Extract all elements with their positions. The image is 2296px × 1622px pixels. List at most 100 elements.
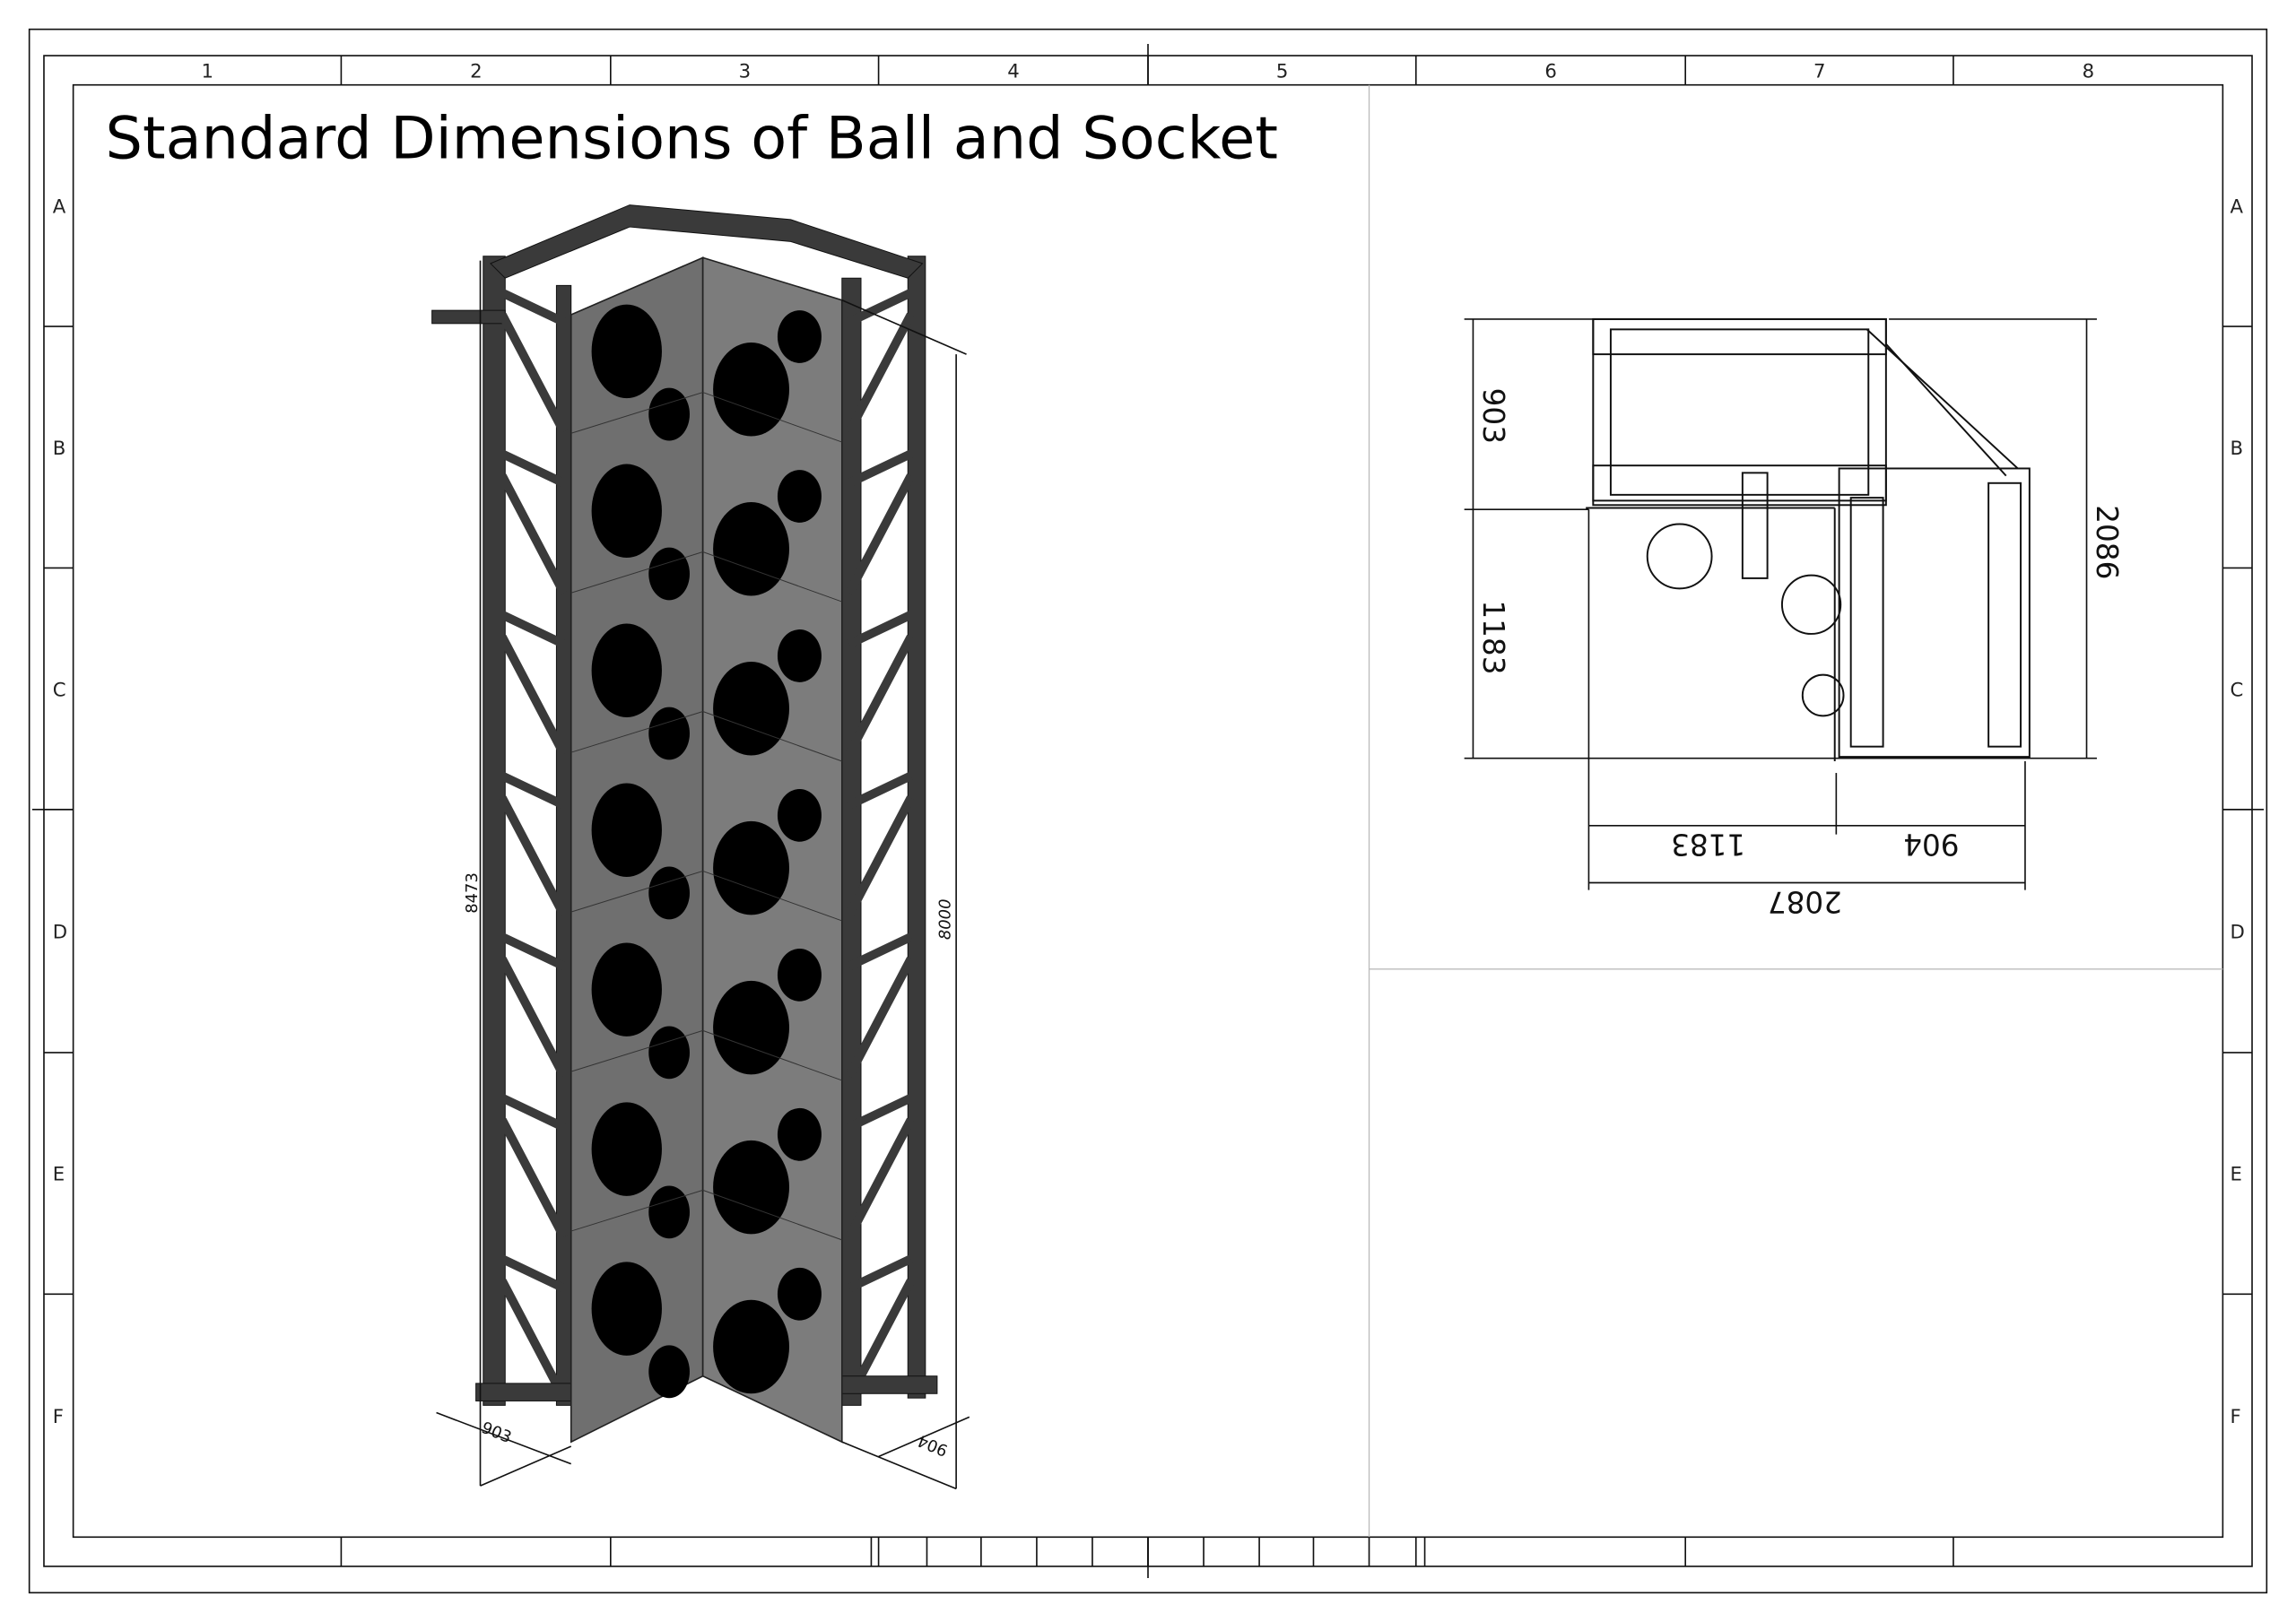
- diagonal-brace: [845, 473, 915, 595]
- panel-seam: [570, 1189, 703, 1232]
- panel-seam: [702, 711, 842, 762]
- diagonal-brace: [845, 1117, 915, 1239]
- frame-post: [907, 256, 926, 1399]
- plan-hold-2: [1780, 574, 1842, 635]
- cross-bar: [847, 1254, 913, 1293]
- climbing-hold-large: [713, 343, 789, 437]
- plan-bracket: [1741, 472, 1769, 579]
- plan-left-module: [1592, 317, 1887, 507]
- diagonal-brace: [845, 795, 915, 917]
- climbing-hold-large: [591, 304, 662, 399]
- climbing-holds: [570, 304, 842, 1399]
- panel-seam: [702, 392, 842, 443]
- panel-seam: [570, 551, 703, 594]
- panel-seam: [570, 1029, 703, 1072]
- diagonal-brace: [845, 312, 915, 434]
- base-foot: [841, 1375, 938, 1394]
- plan-hold-1: [1646, 523, 1713, 590]
- climbing-hold-large: [591, 783, 662, 877]
- row-label-right: E: [2231, 1164, 2242, 1186]
- row-label: B: [53, 438, 66, 460]
- plan-beam-right-a: [1849, 497, 1884, 748]
- dim-plan-bottom-left: 1183: [1671, 828, 1745, 862]
- cross-bar: [847, 449, 913, 488]
- dim-plan-bottom-total: 2087: [1768, 884, 1842, 918]
- dim-ext-left: [480, 1445, 572, 1487]
- climbing-hold-large: [591, 464, 662, 559]
- column-label: 2: [470, 61, 483, 83]
- zone-border: [43, 55, 2253, 1567]
- cross-bar: [500, 1094, 566, 1132]
- climbing-hold-small: [777, 470, 822, 523]
- climbing-hold-large: [591, 623, 662, 718]
- row-label-right: B: [2231, 438, 2244, 460]
- climbing-hold-small: [777, 1267, 822, 1321]
- dim-plan-right-total: 2086: [2090, 505, 2124, 579]
- dim-ext-right: [841, 1441, 957, 1490]
- row-label-right: F: [2231, 1406, 2241, 1428]
- climbing-hold-small: [648, 547, 690, 601]
- climbing-hold-small: [648, 387, 690, 441]
- plan-left-module-inner: [1609, 328, 1870, 496]
- panel-seam: [570, 870, 703, 913]
- diagonal-brace: [498, 957, 568, 1079]
- cross-bar: [500, 1254, 566, 1293]
- plan-beam-mid: [1592, 464, 1887, 502]
- panel-seam: [702, 551, 842, 603]
- panel-seam: [570, 392, 703, 434]
- row-label: F: [53, 1406, 64, 1428]
- cross-bar: [847, 771, 913, 810]
- dim-left-width: 903: [479, 1418, 515, 1447]
- top-arm: [431, 309, 506, 325]
- row-label-right: D: [2231, 922, 2245, 944]
- column-label: 3: [739, 61, 752, 83]
- cross-bar: [500, 771, 566, 810]
- climbing-hold-large: [713, 1299, 789, 1394]
- isometric-view: 8473 8000 903 904: [431, 204, 970, 1490]
- climbing-hold-large: [591, 1262, 662, 1356]
- column-label: 7: [1813, 61, 1826, 83]
- panel-seam: [570, 711, 703, 753]
- cross-bar: [500, 932, 566, 970]
- dim-plan-left-lower: 1183: [1476, 600, 1510, 674]
- climbing-hold-large: [713, 980, 789, 1075]
- cross-bar: [500, 289, 566, 326]
- dim-right-width: 904: [915, 1431, 951, 1460]
- diagonal-brace: [498, 795, 568, 917]
- row-label: C: [53, 679, 66, 701]
- diagonal-brace: [498, 312, 568, 434]
- row-label-right: A: [2231, 196, 2244, 219]
- climbing-hold-small: [777, 948, 822, 1002]
- panel-seam: [702, 1029, 842, 1081]
- outer-border: [28, 28, 2268, 1594]
- column-label: 6: [1544, 61, 1557, 83]
- climbing-hold-small: [777, 310, 822, 363]
- row-label: E: [53, 1164, 65, 1186]
- climbing-hold-small: [648, 1345, 690, 1399]
- climbing-hold-small: [777, 1107, 822, 1161]
- plan-right-module: [1838, 467, 2031, 759]
- row-label: D: [53, 922, 67, 944]
- climbing-hold-small: [648, 707, 690, 760]
- column-label: 1: [201, 61, 213, 83]
- climbing-hold-large: [591, 1102, 662, 1196]
- climbing-hold-small: [648, 1185, 690, 1239]
- frame-post: [483, 256, 506, 1406]
- cross-bar: [500, 611, 566, 648]
- diagonal-brace: [845, 634, 915, 757]
- row-label: A: [53, 196, 66, 219]
- climbing-hold-large: [713, 502, 789, 596]
- column-label: 8: [2083, 61, 2095, 83]
- climbing-hold-large: [713, 1140, 789, 1235]
- climbing-hold-small: [648, 866, 690, 920]
- dim-plan-left-upper: 903: [1476, 388, 1510, 444]
- panel-seam: [702, 870, 842, 922]
- climbing-hold-small: [648, 1026, 690, 1080]
- diagonal-brace: [498, 473, 568, 595]
- plan-hold-3: [1801, 673, 1845, 717]
- diagonal-brace: [845, 957, 915, 1079]
- climbing-hold-large: [713, 820, 789, 915]
- panel-seam: [702, 1189, 842, 1241]
- drawing-border: [72, 83, 2224, 1539]
